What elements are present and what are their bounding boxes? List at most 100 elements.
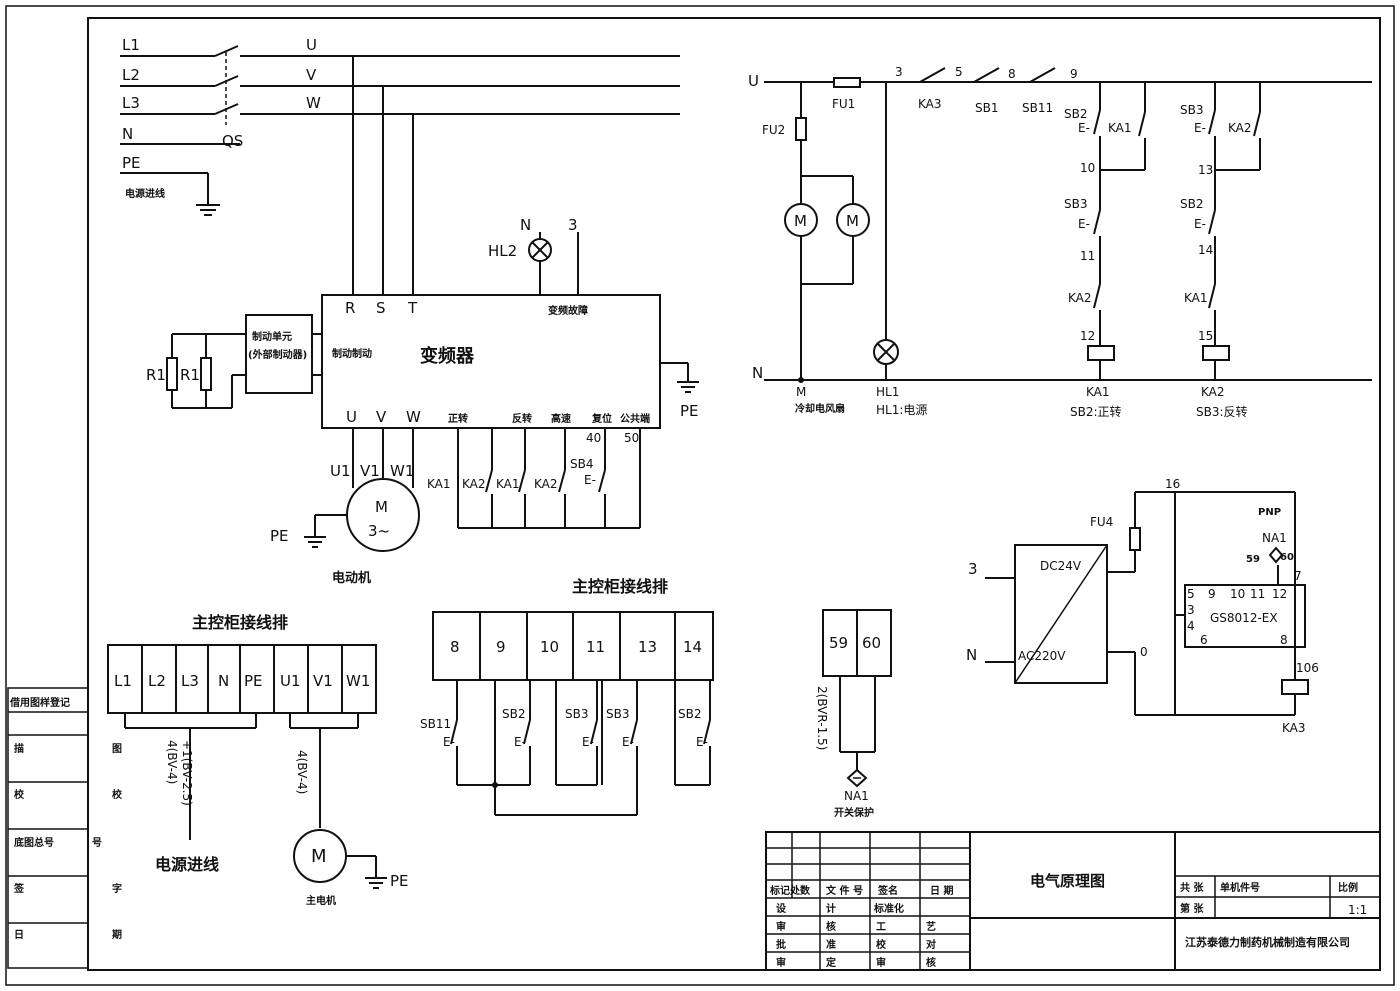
mid-tb-sb3-a: SB3 [565, 707, 588, 721]
inverter-output-v: V [376, 408, 387, 426]
contact-ka2-interlock: KA2 [1068, 291, 1092, 305]
inner-frame [87, 17, 1381, 971]
wire-9: 9 [1070, 67, 1078, 81]
wire-14: 14 [1198, 243, 1213, 257]
module-pin-9: 9 [1208, 587, 1216, 601]
tb-company: 江苏泰德力制药机械制造有限公司 [1185, 935, 1350, 949]
tb-role-6: 工 [876, 922, 886, 933]
left-tb-cable-1: 4(BV-4) [165, 740, 179, 784]
side-table-header: 借用图样登记 [9, 696, 70, 709]
line-l3-label: L3 [122, 94, 140, 112]
module-pin-12: 12 [1272, 587, 1287, 601]
left-tb-cable-2: +1(BV-2.5) [180, 740, 194, 806]
tb-role-2: 计 [826, 902, 836, 915]
psu-dc-label: DC24V [1040, 559, 1082, 573]
side-mid-4: 字 [112, 882, 122, 895]
tb-sheet-total: 共 张 [1180, 881, 1204, 894]
vfd-term-40: 40 [586, 431, 601, 445]
small-tb-60: 60 [862, 634, 881, 652]
vfd-contact-ka1-b: KA1 [496, 477, 520, 491]
fuse-fu1-label: FU1 [832, 97, 855, 111]
contact-ka3: KA3 [918, 97, 942, 111]
control-circuit [764, 67, 1372, 383]
mid-terminal-block-title: 主控柜接线排 [572, 577, 668, 596]
fuse-fu4-label: FU4 [1090, 515, 1113, 529]
mid-tb-14: 14 [683, 638, 702, 656]
fan-label: M [796, 385, 806, 399]
left-tb-pe: PE [244, 672, 263, 690]
coil-ka2-caption: SB3:反转 [1196, 404, 1248, 419]
coil-ka1-caption: SB2:正转 [1070, 404, 1122, 419]
line-l2-label: L2 [122, 66, 140, 84]
qs-switch-label: QS [222, 132, 243, 150]
left-tb-u1: U1 [280, 672, 301, 690]
fan-motor-1-label: M [794, 212, 807, 230]
motor-v1-label: V1 [360, 462, 380, 480]
mid-tb-e5: E- [696, 735, 708, 749]
psu-wire-16: 16 [1165, 477, 1180, 491]
inverter-pe-ground [660, 362, 699, 393]
left-tb-caption: 电源进线 [155, 855, 219, 874]
inverter-output-u: U [346, 408, 357, 426]
left-tb-w1: W1 [346, 672, 370, 690]
tb-role-1: 设 [776, 902, 786, 915]
vfd-contact-sb4: SB4 [570, 457, 593, 471]
inverter-input-t: T [407, 299, 418, 317]
side-mid-5: 期 [112, 928, 122, 941]
side-table [7, 687, 89, 969]
coil-ka3-wire: 106 [1296, 661, 1319, 675]
phase-w-label: W [306, 94, 321, 112]
tb-role-4: 审 [776, 920, 786, 933]
fan-motor-2-label: M [846, 212, 859, 230]
line-n-label: N [122, 125, 133, 143]
hl2-n-label: N [520, 216, 531, 234]
brake-unit-line2: (外部制动器) [248, 348, 307, 361]
vfd-term-50: 50 [624, 431, 639, 445]
left-tb-pe-label: PE [390, 872, 409, 890]
contact-sb2-b: SB2 [1180, 197, 1203, 211]
tb-scale-label: 比例 [1338, 881, 1358, 894]
inverter-fault-label: 变频故障 [548, 304, 588, 317]
motor-caption: 电动机 [332, 570, 371, 586]
side-row-1: 描 [14, 742, 24, 755]
inverter-box [321, 294, 661, 429]
tb-header-marks: 标记处数 [769, 884, 811, 897]
small-terminal-block [822, 609, 892, 788]
left-tb-l2: L2 [148, 672, 166, 690]
inverter-input-r: R [345, 299, 355, 317]
phase-v-label: V [306, 66, 317, 84]
rail-n-label: N [752, 364, 763, 382]
vfd-contact-network [457, 428, 641, 529]
resistor-2-label: R1 [180, 366, 200, 384]
tb-header-docno: 文 件 号 [826, 884, 863, 897]
wire-8: 8 [1008, 67, 1016, 81]
drawing-title: 电气原理图 [1030, 872, 1105, 890]
tb-header-date: 日 期 [930, 884, 953, 897]
motor-m-label: M [375, 498, 388, 516]
tb-header-sign: 签名 [877, 884, 898, 897]
psu-ac-label: AC220V [1018, 649, 1066, 663]
resistor-1-label: R1 [146, 366, 166, 384]
vfd-contact-ka2-a: KA2 [462, 477, 486, 491]
left-terminal-block-title: 主控柜接线排 [192, 613, 288, 632]
main-motor-symbol [346, 478, 420, 552]
wire-3: 3 [895, 65, 903, 79]
module-pin-7: 7 [1294, 569, 1302, 583]
side-row-2: 校 [14, 788, 25, 801]
tb-sheet-no: 第 张 [1180, 902, 1204, 915]
tb-role-13: 定 [826, 956, 836, 969]
vfd-contact-ka2-b: KA2 [534, 477, 558, 491]
module-pin-3: 3 [1187, 603, 1195, 617]
module-pin-8: 8 [1280, 633, 1288, 647]
hl1-label: HL1 [876, 385, 899, 399]
side-row-3: 底图总号 [14, 836, 54, 849]
outer-frame [5, 5, 1395, 986]
module-pin-10: 10 [1230, 587, 1245, 601]
left-tb-n: N [218, 672, 229, 690]
title-block [765, 831, 1381, 971]
side-row-4: 签 [13, 882, 25, 895]
terminal-highspeed: 高速 [551, 412, 571, 425]
inverter-output-w: W [406, 408, 421, 426]
terminal-common: 公共端 [620, 412, 650, 425]
